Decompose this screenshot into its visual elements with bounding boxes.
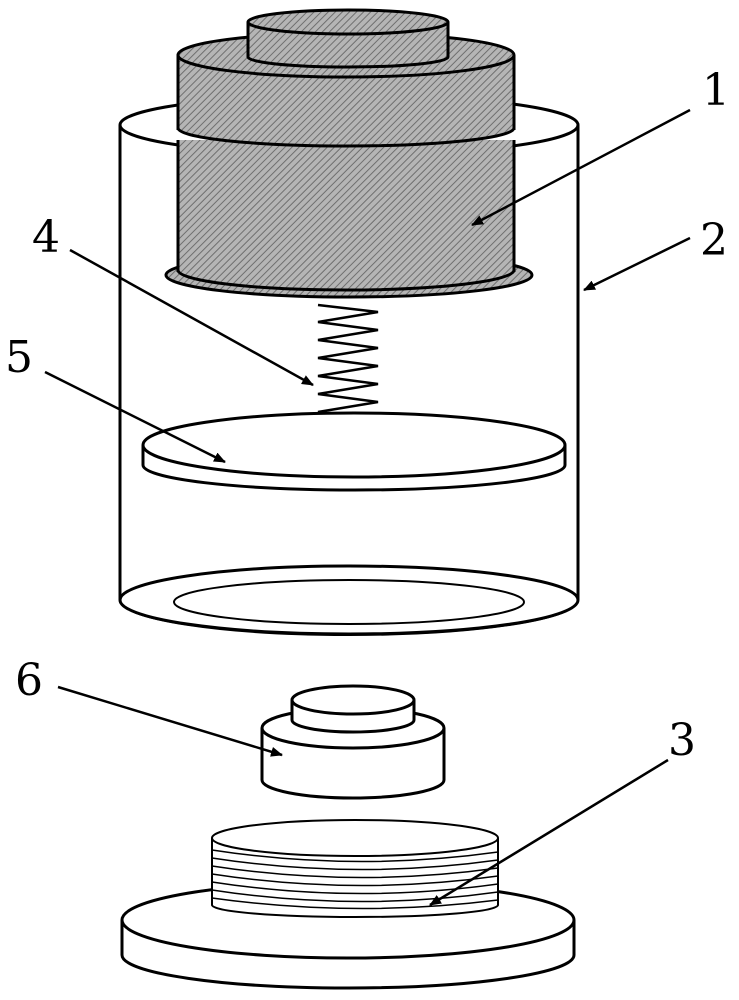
label-part-2: 2	[700, 215, 728, 266]
leader-5	[44, 370, 226, 464]
thread-lines	[211, 849, 499, 910]
piston-cap	[176, 8, 516, 148]
disc-plate	[141, 411, 567, 492]
leader-2	[583, 236, 691, 292]
label-part-3: 3	[668, 715, 696, 766]
piston-body	[164, 140, 534, 299]
leader-1	[471, 108, 691, 227]
stepped-plug	[260, 684, 446, 800]
leader-6	[57, 685, 283, 757]
leader-4	[69, 248, 314, 387]
threaded-base	[120, 819, 576, 990]
label-part-6: 6	[15, 655, 43, 706]
label-part-1: 1	[702, 65, 730, 116]
label-part-4: 4	[32, 212, 60, 263]
leader-3	[429, 758, 669, 907]
label-part-5: 5	[5, 332, 33, 383]
leader-lines	[44, 108, 691, 907]
